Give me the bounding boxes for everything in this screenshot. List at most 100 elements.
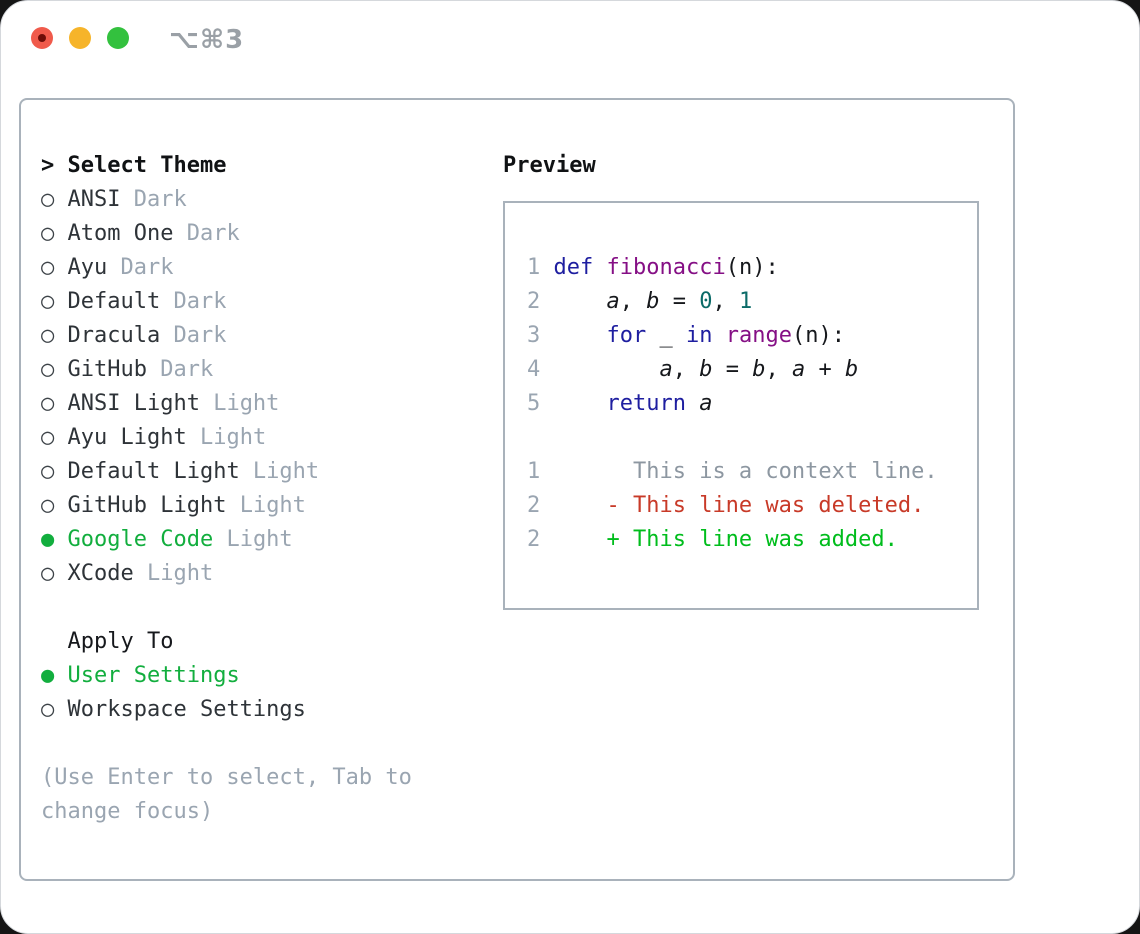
code-token: + bbox=[805, 357, 845, 382]
theme-name: XCode bbox=[67, 561, 134, 586]
code-token: return bbox=[606, 391, 686, 416]
theme-list-header: > Select Theme bbox=[41, 149, 412, 183]
radio-icon: ○ bbox=[41, 323, 68, 348]
line-number: 2 bbox=[527, 289, 554, 314]
minimize-button[interactable] bbox=[69, 27, 91, 49]
code-token: (n): bbox=[725, 255, 779, 280]
apply-option-label: Workspace Settings bbox=[67, 697, 306, 722]
code-token: fibonacci bbox=[606, 255, 726, 280]
theme-item-dracula[interactable]: ○ Dracula Dark bbox=[41, 319, 412, 353]
apply-to-header: Apply To bbox=[41, 625, 412, 659]
diff-line-ctx: 1 This is a context line. bbox=[527, 455, 977, 489]
apply-to-title: Apply To bbox=[67, 629, 174, 654]
theme-item-xcode[interactable]: ○ XCode Light bbox=[41, 557, 412, 591]
main-panel: > Select Theme ○ ANSI Dark○ Atom One Dar… bbox=[19, 98, 1015, 881]
line-number: 1 bbox=[527, 459, 554, 484]
window-title: ⌥⌘3 bbox=[169, 25, 245, 55]
theme-item-ansi[interactable]: ○ ANSI Dark bbox=[41, 183, 412, 217]
radio-icon: ○ bbox=[41, 493, 68, 518]
code-token: b bbox=[752, 357, 766, 382]
radio-icon: ○ bbox=[41, 391, 68, 416]
code-token bbox=[712, 323, 725, 348]
theme-variant: Dark bbox=[120, 187, 187, 212]
diff-line-add: 2 + This line was added. bbox=[527, 523, 977, 557]
spacer bbox=[41, 727, 412, 761]
theme-variant: Dark bbox=[160, 323, 227, 348]
theme-name: ANSI bbox=[67, 187, 121, 212]
code-token: b bbox=[646, 289, 660, 314]
spacer bbox=[41, 591, 412, 625]
theme-list: ○ ANSI Dark○ Atom One Dark○ Ayu Dark○ De… bbox=[41, 183, 412, 591]
preview-column: Preview 1 def fibonacci(n):2 a, b = 0, 1… bbox=[503, 149, 981, 610]
theme-name: ANSI Light bbox=[67, 391, 200, 416]
radio-selected-icon: ● bbox=[41, 663, 68, 688]
theme-item-google-code[interactable]: ● Google Code Light bbox=[41, 523, 412, 557]
code-token bbox=[593, 255, 606, 280]
line-number: 3 bbox=[527, 323, 554, 348]
code-token bbox=[554, 289, 607, 314]
apply-option-workspace-settings[interactable]: ○ Workspace Settings bbox=[41, 693, 412, 727]
code-token: , bbox=[712, 289, 739, 314]
theme-item-github-light[interactable]: ○ GitHub Light Light bbox=[41, 489, 412, 523]
hint-text: (Use Enter to select, Tab to change focu… bbox=[41, 765, 412, 824]
theme-item-ayu[interactable]: ○ Ayu Dark bbox=[41, 251, 412, 285]
line-number: 4 bbox=[527, 357, 554, 382]
theme-variant: Light bbox=[199, 391, 280, 416]
theme-name: Atom One bbox=[67, 221, 174, 246]
theme-variant: Dark bbox=[107, 255, 174, 280]
code-token: _ bbox=[646, 323, 686, 348]
theme-item-atom-one[interactable]: ○ Atom One Dark bbox=[41, 217, 412, 251]
radio-icon: ○ bbox=[41, 357, 68, 382]
theme-item-default[interactable]: ○ Default Dark bbox=[41, 285, 412, 319]
code-token: , bbox=[672, 357, 700, 382]
theme-item-ayu-light[interactable]: ○ Ayu Light Light bbox=[41, 421, 412, 455]
code-token: in bbox=[685, 323, 713, 348]
theme-variant: Dark bbox=[146, 357, 214, 382]
theme-name: Google Code bbox=[67, 527, 214, 552]
theme-item-default-light[interactable]: ○ Default Light Light bbox=[41, 455, 412, 489]
radio-icon: ○ bbox=[41, 221, 68, 246]
theme-variant: Light bbox=[213, 527, 293, 552]
titlebar: ⌥⌘3 bbox=[1, 1, 1139, 75]
theme-name: GitHub Light bbox=[67, 493, 227, 518]
line-number: 1 bbox=[527, 255, 554, 280]
radio-icon: ○ bbox=[41, 697, 68, 722]
code-token bbox=[554, 357, 660, 382]
code-line: 4 a, b = b, a + b bbox=[527, 353, 977, 387]
code-token bbox=[554, 391, 607, 416]
theme-variant: Light bbox=[133, 561, 214, 586]
code-token: a bbox=[606, 289, 620, 314]
theme-name: Default bbox=[67, 289, 161, 314]
theme-list-title: Select Theme bbox=[67, 153, 227, 178]
zoom-button[interactable] bbox=[107, 27, 129, 49]
diff-text: This is a context line. bbox=[553, 459, 938, 484]
theme-variant: Dark bbox=[160, 289, 227, 314]
radio-icon: ○ bbox=[41, 187, 68, 212]
radio-icon: ○ bbox=[41, 561, 68, 586]
theme-variant: Dark bbox=[173, 221, 240, 246]
theme-item-ansi-light[interactable]: ○ ANSI Light Light bbox=[41, 387, 412, 421]
radio-icon: ○ bbox=[41, 425, 68, 450]
radio-selected-icon: ● bbox=[41, 527, 68, 552]
theme-item-github[interactable]: ○ GitHub Dark bbox=[41, 353, 412, 387]
code-line: 3 for _ in range(n): bbox=[527, 319, 977, 353]
radio-icon: ○ bbox=[41, 459, 68, 484]
code-token: b bbox=[699, 357, 713, 382]
code-token bbox=[554, 323, 607, 348]
theme-name: Ayu Light bbox=[67, 425, 187, 450]
code-token: = bbox=[659, 289, 700, 314]
close-dot-icon bbox=[38, 34, 46, 42]
theme-variant: Light bbox=[226, 493, 306, 518]
apply-option-user-settings[interactable]: ● User Settings bbox=[41, 659, 412, 693]
theme-name: Dracula bbox=[67, 323, 161, 348]
diff-text: + This line was added. bbox=[553, 527, 898, 552]
code-line: 2 a, b = 0, 1 bbox=[527, 285, 977, 319]
theme-name: GitHub bbox=[67, 357, 147, 382]
close-button[interactable] bbox=[31, 27, 53, 49]
code-token: range bbox=[725, 323, 792, 348]
blank-line bbox=[527, 421, 977, 455]
preview-title: Preview bbox=[503, 153, 596, 178]
code-token: 1 bbox=[738, 289, 753, 314]
code-token: for bbox=[606, 323, 647, 348]
